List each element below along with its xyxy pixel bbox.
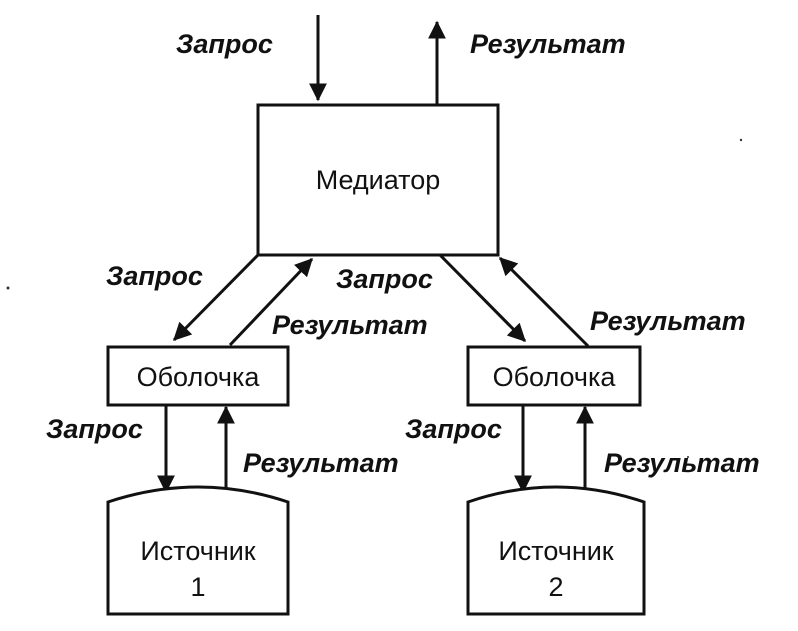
right-result-arrow	[498, 256, 590, 348]
mediator-label: Медиатор	[316, 165, 441, 195]
wrapper-box-1	[106, 345, 290, 407]
source1-label-line1: Источник	[140, 536, 255, 566]
scan-speck	[687, 456, 689, 458]
left-query-arrow	[172, 253, 260, 342]
right-query-arrow	[438, 253, 527, 343]
wrapper-box-2	[466, 345, 642, 407]
source-cylinder-1	[106, 485, 290, 616]
left-result-arrow	[228, 257, 314, 347]
right-query-label: Запрос	[336, 264, 433, 294]
source1-label-line2: 1	[190, 572, 205, 602]
source1-query-label: Запрос	[46, 414, 143, 444]
top-query-label: Запрос	[176, 29, 273, 59]
source2-result-label: Результат	[604, 448, 760, 478]
left-result-label: Результат	[272, 310, 428, 340]
source-cylinder-2	[466, 485, 646, 616]
wrapper-label-2: Оболочка	[493, 362, 617, 392]
source2-label-line2: 2	[548, 572, 563, 602]
wrapper-label-1: Оболочка	[137, 362, 261, 392]
scan-speck	[6, 286, 10, 290]
top-result-label: Результат	[470, 29, 626, 59]
source1-result-label: Результат	[243, 448, 399, 478]
mediator-box	[256, 103, 500, 257]
scan-speck	[739, 138, 743, 142]
left-query-label: Запрос	[106, 261, 203, 291]
right-result-label: Результат	[590, 306, 746, 336]
source2-label-line1: Источник	[498, 536, 613, 566]
source2-query-label: Запрос	[405, 414, 502, 444]
